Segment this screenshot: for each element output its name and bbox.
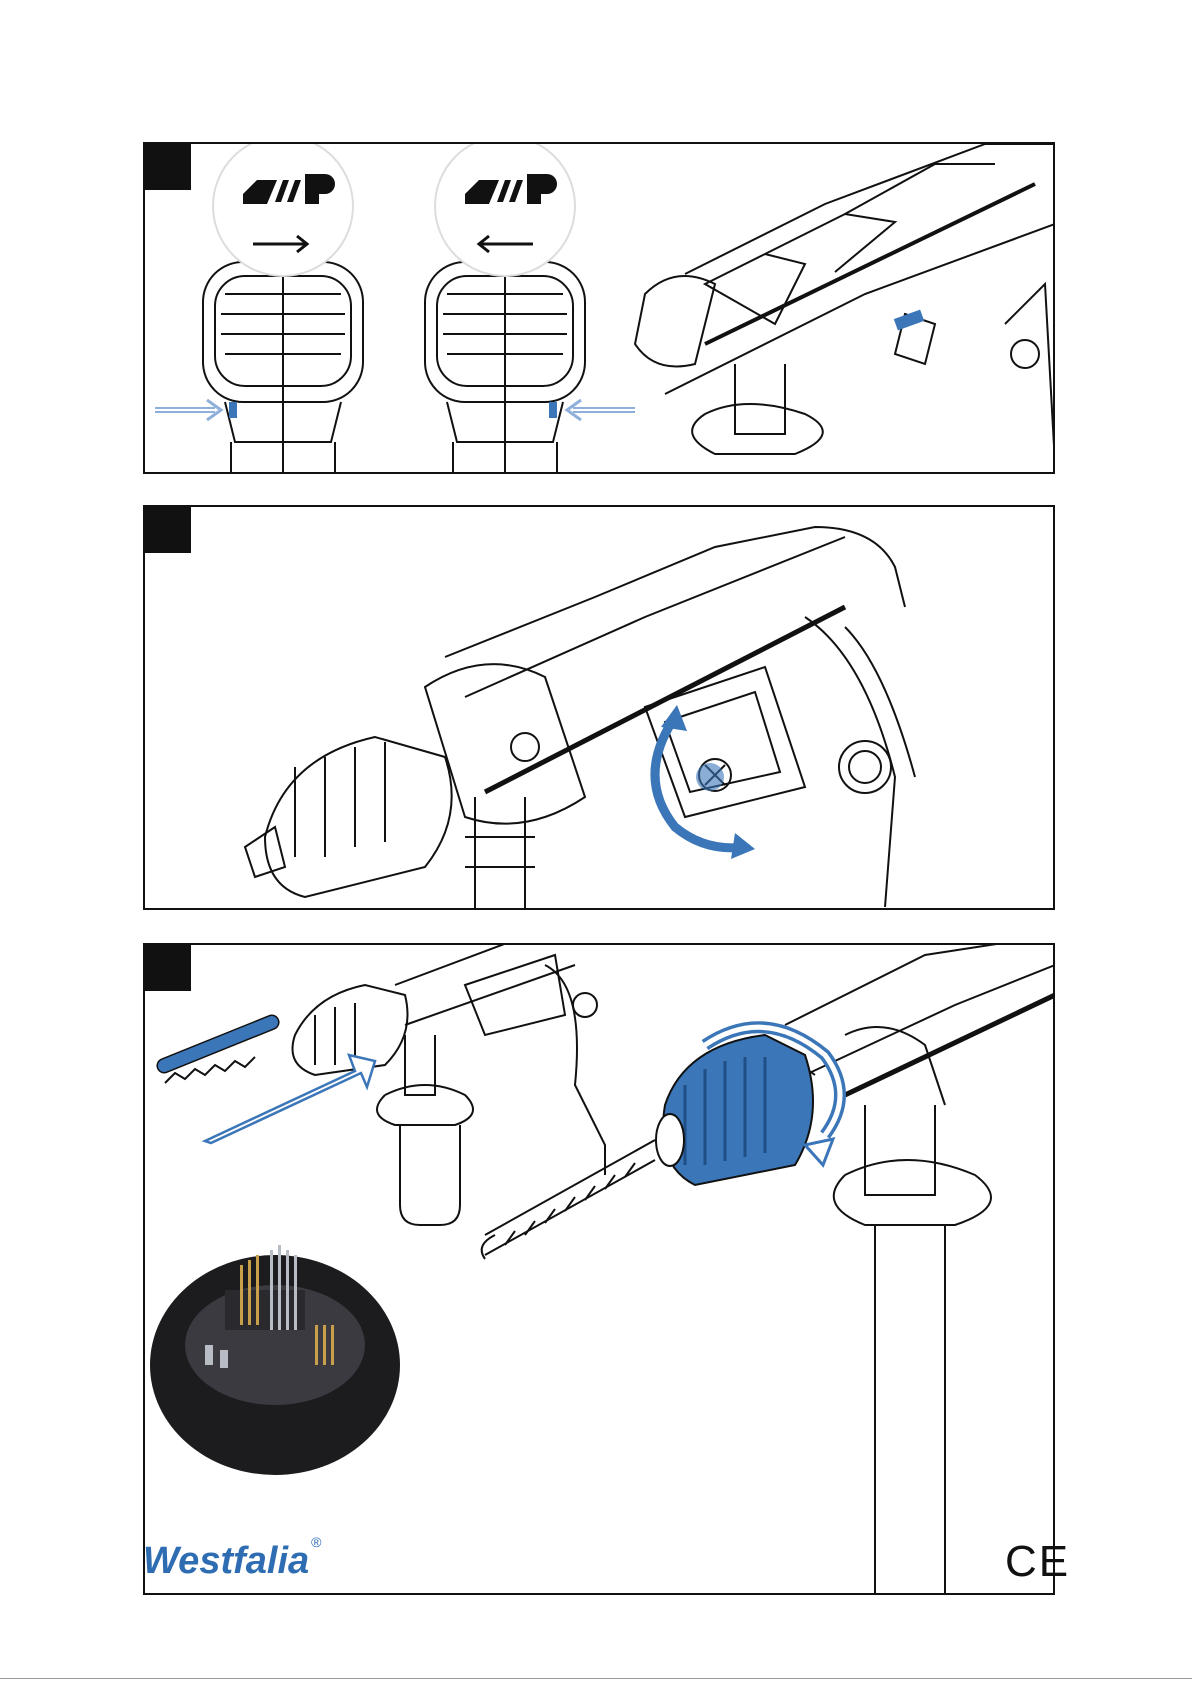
panel-3-insert-bit bbox=[143, 943, 1055, 1595]
ce-certification-mark: CE bbox=[1005, 1540, 1070, 1584]
switch-highlight-right bbox=[549, 402, 557, 418]
accessory-set-image bbox=[150, 1245, 400, 1475]
panel-2-number-tag bbox=[145, 507, 191, 553]
drill-rear-view-left bbox=[203, 262, 363, 474]
panel-2-mode-selector bbox=[143, 505, 1055, 910]
switch-highlight-side bbox=[894, 310, 924, 331]
reverse-rotation-icon bbox=[435, 144, 575, 276]
panel-1-illustration bbox=[145, 144, 1055, 474]
drill-rear-view-right bbox=[425, 262, 585, 474]
panel-2-illustration bbox=[145, 507, 1055, 910]
drill-small-view bbox=[293, 945, 606, 1225]
insert-drill-bit-arrow-icon bbox=[205, 1055, 375, 1143]
logo-wordmark: Westfalia bbox=[143, 1542, 309, 1580]
registered-mark: ® bbox=[311, 1534, 321, 1550]
drill-bit-large bbox=[482, 1140, 655, 1259]
drill-bit-small bbox=[155, 1013, 281, 1083]
switch-highlight-left bbox=[229, 402, 237, 418]
drill-large-view bbox=[745, 945, 1055, 1595]
panel-3-number-tag bbox=[145, 945, 191, 991]
footer-divider bbox=[0, 1678, 1192, 1679]
panel-3-illustration bbox=[145, 945, 1055, 1595]
panel-1-direction-switch bbox=[143, 142, 1055, 474]
forward-rotation-icon bbox=[213, 144, 353, 276]
drill-side-view-panel-2 bbox=[245, 527, 915, 910]
panel-1-number-tag bbox=[145, 144, 191, 190]
drill-side-view-panel-1 bbox=[635, 144, 1055, 464]
drill-chuck-highlighted bbox=[656, 1035, 813, 1185]
direction-switch-arrow-icon bbox=[155, 400, 221, 420]
westfalia-logo: Westfalia ® bbox=[143, 1536, 321, 1580]
direction-switch-arrow-icon bbox=[567, 400, 635, 420]
mode-selector-knob bbox=[696, 763, 724, 791]
